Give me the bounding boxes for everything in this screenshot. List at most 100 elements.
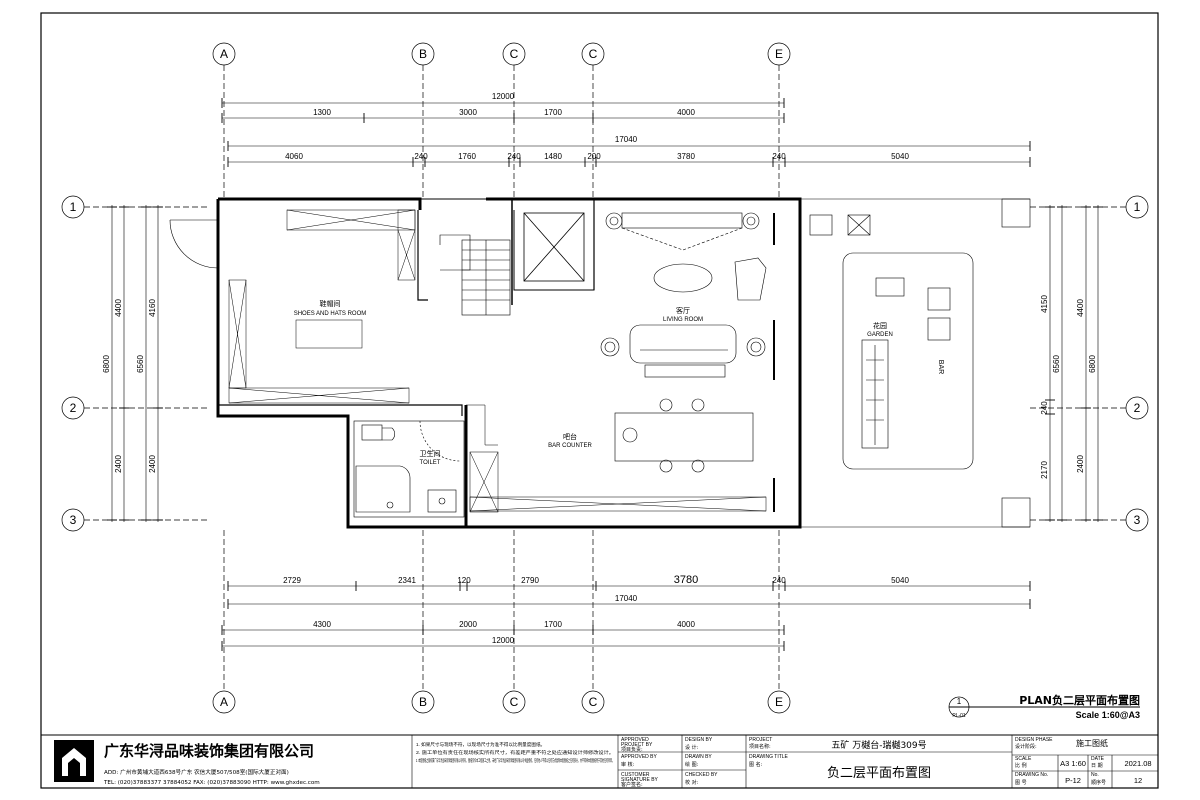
- room-label-toilet-cn: 卫生间: [420, 449, 441, 458]
- dim-bottom-detail-1: 2729: [283, 576, 301, 585]
- label-phase-en: DESIGN PHASE: [1015, 737, 1053, 743]
- label-reviewed-cn: 审 核:: [621, 761, 635, 768]
- grid-label-2-right: 2: [1134, 401, 1141, 415]
- toilet-fixtures: [353, 420, 465, 518]
- dim-bottom-seg-1: 4300: [313, 620, 331, 629]
- label-customer-cn: 客户签名:: [621, 781, 643, 788]
- label-design-cn: 设 计:: [685, 744, 699, 751]
- dim-top-detail-4: 240: [507, 152, 521, 161]
- room-label-shoe-en: SHOES AND HATS ROOM: [294, 311, 367, 317]
- dim-top-detail-2: 240: [414, 152, 428, 161]
- dim-right-outer-1: 4400: [1076, 299, 1085, 317]
- design-phase-value: 施工图纸: [1076, 738, 1108, 748]
- label-scale-en: SCALE: [1015, 756, 1032, 762]
- drawing-title-scale: Scale 1:60@A3: [1076, 710, 1140, 720]
- label-checked-cn: 校 对:: [685, 779, 699, 786]
- drawing-title-value: 负二层平面布置图: [827, 766, 931, 781]
- grid-label-3-right: 3: [1134, 513, 1141, 527]
- grid-label-c2-top: C: [589, 47, 598, 61]
- label-drawing-title-cn: 图 名:: [749, 761, 763, 768]
- label-reviewed-en: APPROVED BY: [621, 754, 658, 760]
- dim-top-detail-6: 200: [587, 152, 601, 161]
- dim-bottom-seg-4: 4000: [677, 620, 695, 629]
- grid-axis-rows: [61, 195, 1149, 532]
- label-customer-sig-en: SIGNATURE BY: [621, 777, 659, 783]
- company-name: 广东华浔品味装饰集团有限公司: [104, 742, 314, 760]
- dimension-lines: [111, 102, 1099, 647]
- dim-left-outer-total: 6800: [102, 355, 111, 373]
- dim-bottom-total: 17040: [615, 594, 638, 603]
- scale-value: A3 1:60: [1060, 759, 1086, 768]
- dim-right-outer-2: 2400: [1076, 455, 1085, 473]
- company-logo: [54, 740, 94, 782]
- drawing-title: 1 PL-01 PLAN负二层平面布置图 Scale 1:60@A3: [948, 693, 1140, 720]
- label-scale-cn: 比 例: [1015, 762, 1027, 769]
- sheet-border: [40, 12, 1159, 789]
- building-walls: [216, 197, 802, 529]
- dim-bottom-seg-2: 2000: [459, 620, 477, 629]
- grid-label-c2-bottom: C: [589, 695, 598, 709]
- dimension-ticks: [107, 98, 1103, 651]
- label-design-en: DESIGN BY: [685, 737, 713, 743]
- room-label-living-en: LIVING ROOM: [663, 317, 703, 323]
- title-block-note-3: 3. 本套图纸之版权属广东华浔品味装饰集团有限公司所有，图纸仅作本工程施工之用，…: [416, 757, 614, 764]
- label-approved-en: APPROVED: [621, 737, 649, 743]
- company-contact: TEL: (020)37883377 37884052 FAX: (020)37…: [103, 780, 320, 786]
- dim-top-detail-9: 5040: [891, 152, 909, 161]
- garden-area: [800, 198, 1031, 528]
- title-block-note-1: 1. 如果尺寸与现场不符，以现场尺寸为准不得以比例量度图纸。: [416, 741, 545, 748]
- room-label-bar-en: BAR COUNTER: [548, 443, 592, 449]
- entry-door: [169, 219, 219, 269]
- dim-top-total-2: 17040: [615, 135, 638, 144]
- room-label-toilet-en: TOILET: [420, 460, 441, 466]
- dim-top-detail-8: 240: [772, 152, 786, 161]
- label-drawn-cn: 绘 图:: [685, 761, 699, 768]
- grid-label-1-left: 1: [70, 200, 77, 214]
- label-sheet-no-en: No.: [1091, 772, 1099, 778]
- dim-top-detail-5: 1480: [544, 152, 562, 161]
- dim-bottom-detail-3: 120: [457, 576, 471, 585]
- label-customer-en: CUSTOMER: [621, 772, 650, 778]
- bar-lower-cabinet: [466, 404, 767, 513]
- label-approved-cn: 项目负责:: [621, 746, 643, 753]
- label-date-en: DATE: [1091, 756, 1105, 762]
- dim-top-total: 12000: [492, 92, 515, 101]
- grid-label-e-bottom: E: [775, 695, 783, 709]
- drawing-no-value: P-12: [1065, 776, 1081, 785]
- label-drawn-en: DRAWN BY: [685, 754, 712, 760]
- dim-right-inner-total: 6560: [1052, 355, 1061, 373]
- dim-top-detail-1: 4060: [285, 152, 303, 161]
- label-checked-en: CHECKED BY: [685, 772, 718, 778]
- dim-bottom-detail-6: 240: [772, 576, 786, 585]
- label-project-en: PROJECT: [749, 737, 772, 743]
- room-label-garden-cn: 花园: [873, 321, 887, 330]
- label-sheet-no-cn: 顺序号: [1091, 779, 1106, 786]
- dim-left-outer-2: 2400: [114, 455, 123, 473]
- title-block-note-2: 2. 施工单位有责任在现场核实所有尺寸，有差距严重不符之处应通知设计师修改设计。: [416, 749, 614, 756]
- label-drawing-no-en: DRAWING No.: [1015, 772, 1048, 778]
- grid-label-a-top: A: [220, 47, 228, 61]
- dim-bottom-total-2: 12000: [492, 636, 515, 645]
- dim-left-inner-total: 6560: [136, 355, 145, 373]
- grid-label-c1-bottom: C: [510, 695, 519, 709]
- label-date-cn: 日 期: [1091, 763, 1103, 769]
- dim-right-inner-2: 240: [1040, 401, 1049, 415]
- dim-bottom-detail-5: 3780: [674, 574, 698, 586]
- grid-label-3-left: 3: [70, 513, 77, 527]
- living-room-furniture: [600, 212, 767, 378]
- room-label-bar-cn: 吧台: [563, 432, 577, 441]
- dim-top-detail-3: 1760: [458, 152, 476, 161]
- label-project-by-en: PROJECT BY: [621, 742, 653, 748]
- dim-bottom-detail-2: 2341: [398, 576, 416, 585]
- grid-label-2-left: 2: [70, 401, 77, 415]
- drawing-title-sub: PL-01: [952, 713, 966, 719]
- title-block: [41, 734, 1158, 788]
- bar-counter-table: [614, 398, 754, 473]
- dim-bottom-detail-4: 2790: [521, 576, 539, 585]
- drawing-title-text: PLAN负二层平面布置图: [1019, 693, 1140, 707]
- dim-right-outer-total: 6800: [1088, 355, 1097, 373]
- dim-top-seg-1: 1300: [313, 108, 331, 117]
- grid-label-b-bottom: B: [419, 695, 427, 709]
- label-phase-cn: 设计阶段:: [1015, 743, 1037, 750]
